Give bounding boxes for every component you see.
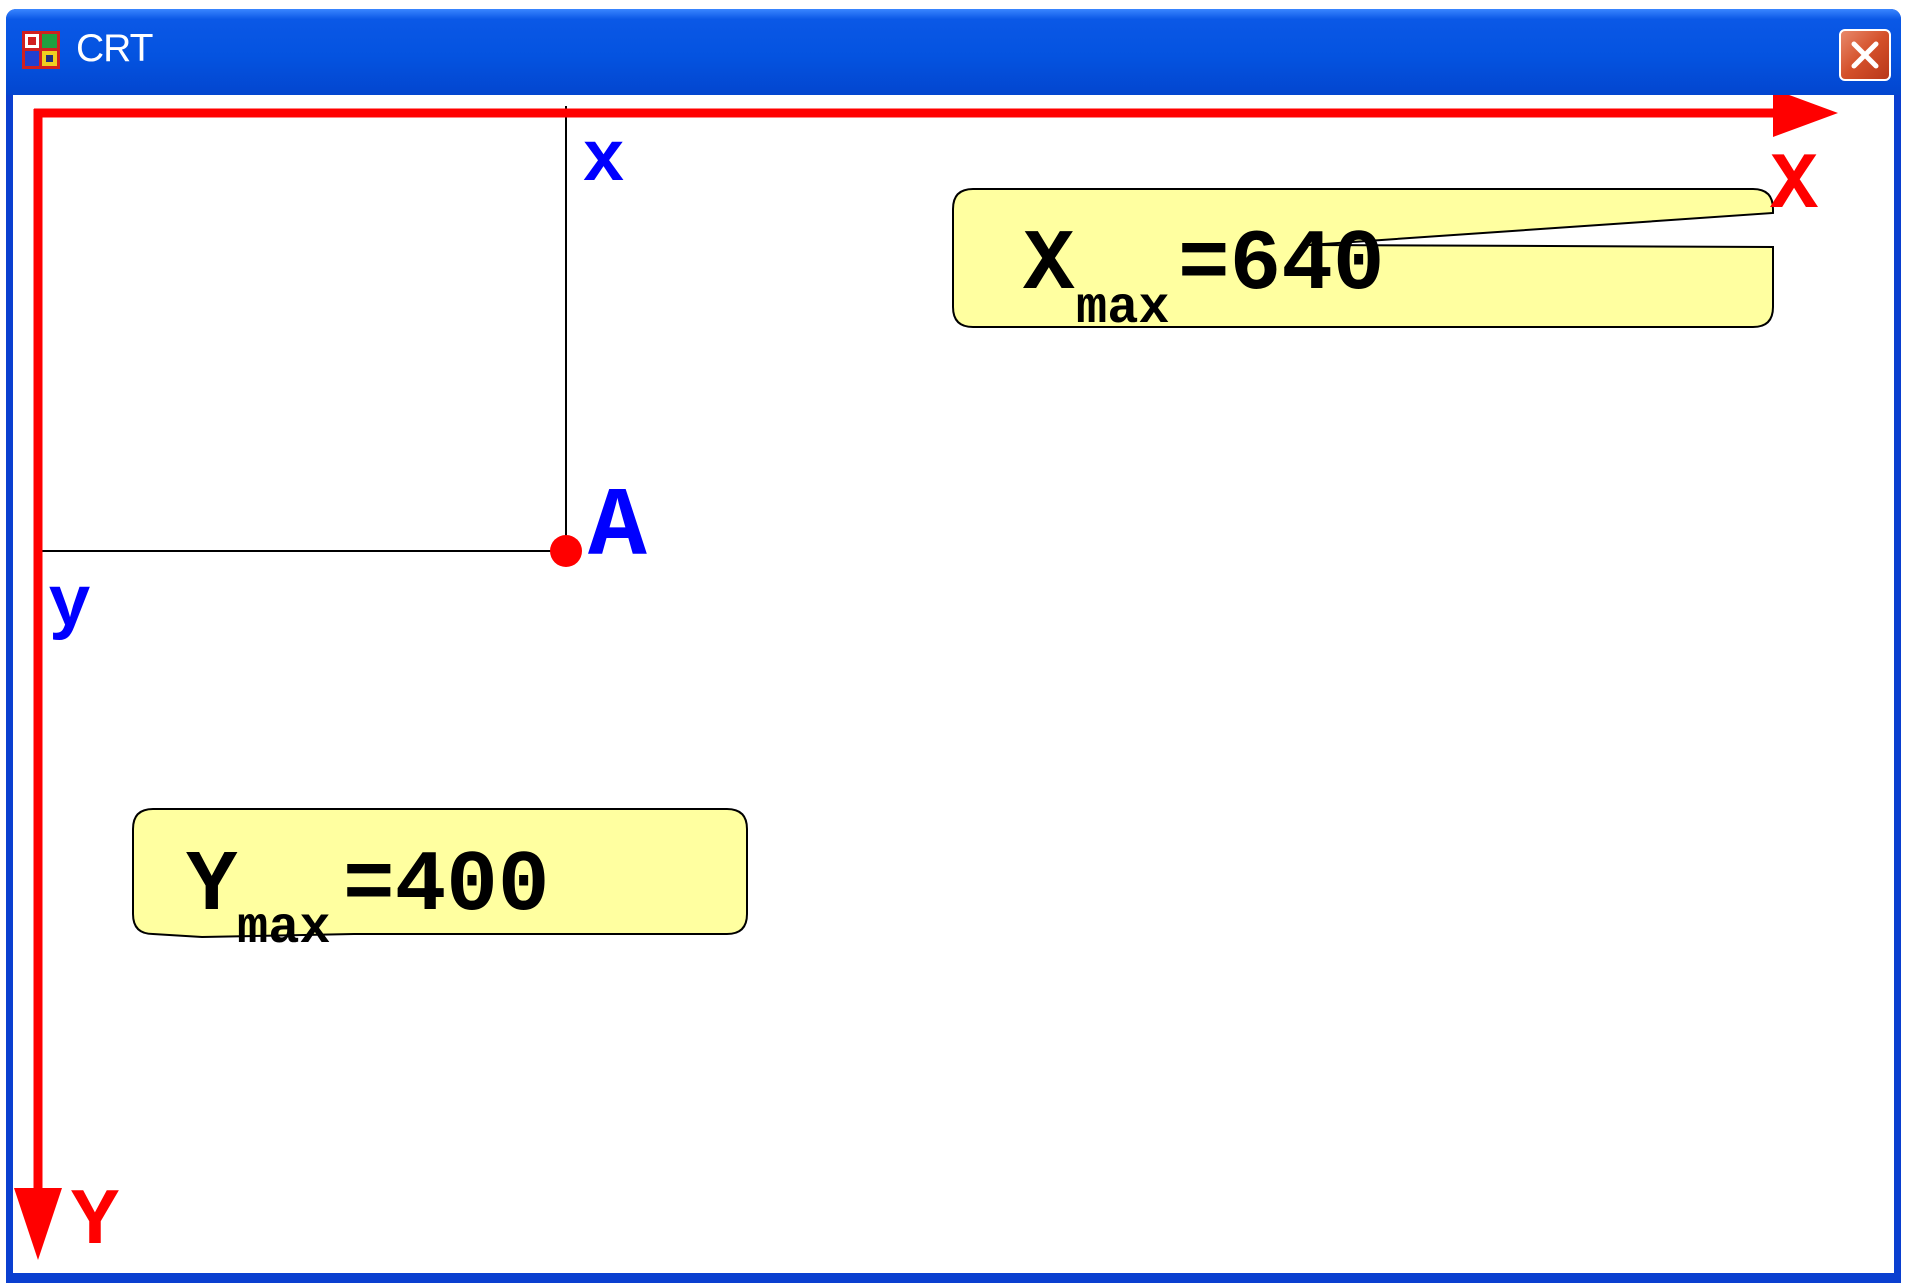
point-y-label: y <box>48 565 92 647</box>
close-icon <box>1851 41 1879 69</box>
ymax-subscript: max <box>237 899 331 958</box>
crt-canvas-area: x y A X Y X max =640 Y max =400 <box>13 95 1894 1273</box>
title-bar[interactable]: CRT <box>6 9 1901 95</box>
x-axis-label: X <box>1770 141 1819 232</box>
x-axis-arrowhead <box>1773 95 1838 137</box>
xmax-value: =640 <box>1178 216 1385 314</box>
crt-window: CRT x y A X <box>6 9 1901 1283</box>
xmax-symbol: X <box>1023 216 1075 314</box>
point-a-dot <box>550 535 582 567</box>
coordinate-diagram <box>14 95 1838 1260</box>
y-axis-arrowhead <box>14 1188 62 1260</box>
ymax-callout-shape <box>132 808 748 939</box>
window-title: CRT <box>76 27 153 70</box>
close-button[interactable] <box>1839 29 1891 81</box>
crt-app-icon <box>22 31 60 69</box>
xmax-subscript: max <box>1076 279 1170 338</box>
y-axis-label: Y <box>71 1177 120 1268</box>
point-a-label: A <box>588 473 647 584</box>
xmax-callout-shape <box>952 188 1774 328</box>
ymax-value: =400 <box>343 837 550 935</box>
ymax-symbol: Y <box>186 837 238 935</box>
point-x-label: x <box>582 120 626 202</box>
